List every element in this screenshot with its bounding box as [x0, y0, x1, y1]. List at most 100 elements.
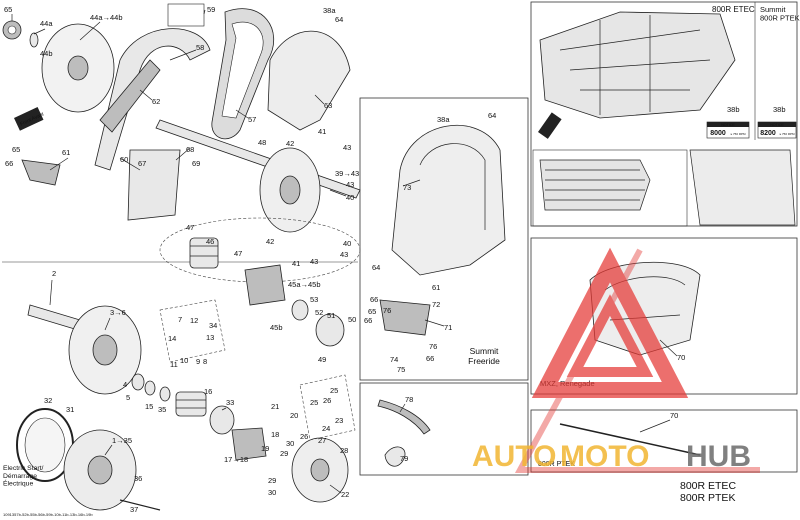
callout-15: 15 — [145, 402, 153, 411]
part-chassis-detail-lines — [545, 169, 645, 201]
callout-17-18: 17→18 — [224, 455, 248, 464]
callout-60: 60 — [120, 155, 128, 164]
callout-23: 23 — [335, 416, 343, 425]
callout-42: 42 — [286, 139, 294, 148]
part-shaft-2 — [27, 304, 81, 331]
notice-a-title: NOTICE — [721, 123, 735, 127]
part-spring-16 — [175, 391, 207, 417]
callout-33: 33 — [226, 398, 234, 407]
line-2: Électrique — [3, 479, 33, 488]
callout-22: 22 — [341, 490, 349, 499]
part-strap-78 — [377, 399, 431, 435]
callout-4: 4 — [123, 380, 127, 389]
part-cam — [244, 264, 286, 306]
callout-65a: 65 — [4, 5, 12, 14]
part-bolt-37 — [119, 499, 161, 511]
callout-38a-b: 38a — [437, 115, 450, 124]
part-53 — [291, 299, 309, 321]
callout-79: 79 — [400, 454, 408, 463]
notice-a-value: 8000 — [710, 130, 726, 137]
callout-43b: 43 — [346, 180, 354, 189]
callout-53: 53 — [310, 295, 318, 304]
callout-41b: 41 — [292, 259, 300, 268]
part-washer-4 — [131, 373, 145, 391]
callout-32: 32 — [44, 396, 52, 405]
part-cover-73-rib — [419, 143, 486, 230]
watermark-triangle-large — [514, 248, 760, 473]
callout-40b: 40 — [343, 239, 351, 248]
callout-64c: 64 — [372, 263, 380, 272]
callout-13: 13 — [206, 333, 214, 342]
callout-51: 51 — [327, 311, 335, 320]
callout-57: 57 — [248, 115, 256, 124]
part-washer-15 — [159, 386, 171, 402]
callout-18: 18 — [271, 430, 279, 439]
callout-16: 16 — [204, 387, 212, 396]
callout-39-43: 39→43 — [335, 169, 359, 178]
notice-b-unit: ≤ 750 RPM — [780, 132, 795, 136]
callout-45a-45b: 45a→45b — [288, 280, 321, 289]
front-arrow-2 — [538, 112, 562, 139]
callout-44b: 44b — [40, 49, 53, 58]
callout-24: 24 — [322, 424, 330, 433]
line-1: 800R PTEK — [760, 14, 800, 23]
part-ring — [29, 32, 39, 48]
callout-29b: 29 — [268, 476, 276, 485]
part-ring-gear-inner — [24, 417, 66, 473]
callout-38a: 38a — [323, 6, 336, 15]
part-cap-inner — [7, 25, 17, 35]
callout-12: 12 — [190, 316, 198, 325]
part-bracket-71 — [379, 299, 431, 336]
callout-29a: 29 — [280, 449, 288, 458]
callout-11: 11 — [170, 360, 178, 369]
callout-25b: 25 — [310, 398, 318, 407]
part-spider-18 — [231, 427, 267, 461]
callout-76a: 76 — [383, 306, 391, 315]
callout-46: 46 — [206, 237, 214, 246]
callout-9: 9 — [196, 357, 200, 366]
callout-66: 66 — [5, 159, 13, 168]
part-label-59 — [167, 3, 205, 27]
footer-code: 1091357b-52b-55b-56b-59b-10b-11b-13b-16b… — [3, 512, 93, 517]
callout-49: 49 — [318, 355, 326, 364]
line-0: 800R ETEC — [680, 480, 736, 492]
callout-43c: 43 — [310, 257, 318, 266]
callouts: 65 44a 44b 44a→44b 59 38a 64 58 62 57 63… — [4, 5, 786, 514]
callout-30b: 30 — [268, 488, 276, 497]
frame-panel-78 — [359, 382, 529, 476]
part-guard-63 — [267, 30, 351, 131]
callout-67: 67 — [138, 159, 146, 168]
callout-62: 62 — [152, 97, 160, 106]
callout-78: 78 — [405, 395, 413, 404]
callout-61: 61 — [62, 148, 70, 157]
callout-71: 71 — [444, 323, 452, 332]
notice-b-head — [758, 122, 796, 127]
callout-72: 72 — [432, 300, 440, 309]
line-0: Summit — [760, 5, 786, 14]
callout-40: 40 — [346, 193, 354, 202]
callout-44a: 44a — [40, 19, 53, 28]
part-pulley-22-hub — [310, 458, 330, 482]
callout-66c: 66 — [364, 316, 372, 325]
part-rod-70 — [559, 423, 701, 456]
leader-lines — [11, 9, 678, 494]
callout-21: 21 — [271, 402, 279, 411]
front-arrow: Front Avant — [14, 107, 45, 131]
callout-37: 37 — [130, 505, 138, 514]
part-49 — [315, 313, 345, 347]
part-spring — [189, 237, 219, 269]
title-box: 800R ETEC — [712, 5, 755, 14]
callout-27: 27 — [318, 436, 326, 445]
callout-66d: 66 — [426, 354, 434, 363]
callout-1-35: 1→35 — [112, 436, 132, 445]
callout-73: 73 — [403, 183, 411, 192]
callout-70a: 70 — [677, 353, 685, 362]
